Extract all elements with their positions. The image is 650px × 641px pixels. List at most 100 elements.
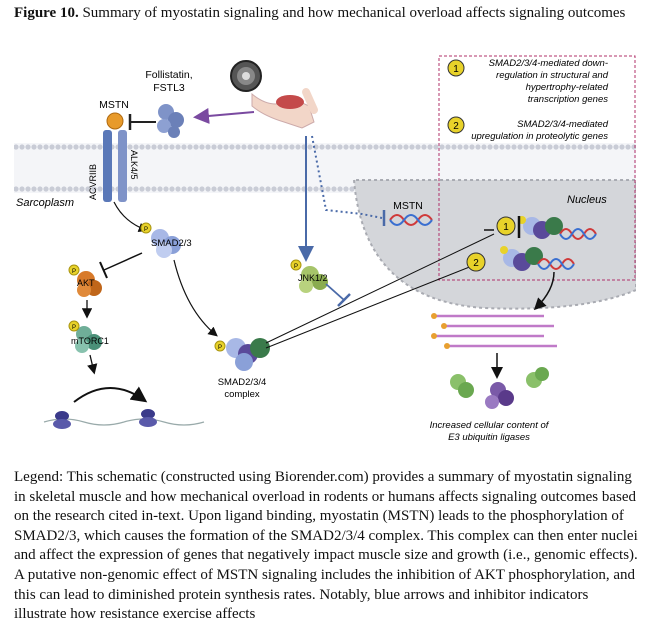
mstn-dna-icon <box>389 214 433 226</box>
membrane-bead <box>415 144 421 150</box>
membrane-bead <box>223 186 229 192</box>
membrane-bead <box>253 144 259 150</box>
akt-phospho-label: P <box>72 269 76 275</box>
membrane-bead <box>259 186 265 192</box>
membrane-bead <box>205 144 211 150</box>
membrane-bead <box>247 186 253 192</box>
membrane-bead <box>385 144 391 150</box>
membrane-bead <box>223 144 229 150</box>
key-item-1-number: 1 <box>453 64 459 75</box>
e3-label-2: E3 ubiquitin ligases <box>448 432 530 443</box>
membrane-bead <box>343 186 349 192</box>
diagram-figure: 1 SMAD2/3/4-mediated down- regulation in… <box>13 50 637 460</box>
badge-1-number: 1 <box>503 222 509 233</box>
complex-to-nucleus-line-2 <box>265 265 473 349</box>
membrane-bead <box>559 144 565 150</box>
membrane-bead <box>355 144 361 150</box>
complex-phospho-label: P <box>218 345 222 351</box>
ribosome-right-icon <box>123 409 205 427</box>
dna-2-icon <box>537 258 575 270</box>
mtorc1-protein-icon <box>68 320 102 353</box>
akt-protein-icon <box>68 264 102 297</box>
membrane-bead <box>217 144 223 150</box>
membrane-bead <box>145 186 151 192</box>
membrane-bead <box>307 144 313 150</box>
membrane-bead <box>367 144 373 150</box>
membrane-bead <box>289 144 295 150</box>
membrane-bead <box>271 186 277 192</box>
membrane-bead <box>277 144 283 150</box>
membrane-bead <box>493 144 499 150</box>
membrane-bead <box>523 144 529 150</box>
membrane-bead <box>469 144 475 150</box>
membrane-bead <box>577 144 583 150</box>
akt-label: AKT <box>77 278 95 288</box>
membrane-bead <box>73 186 79 192</box>
membrane-bead <box>205 186 211 192</box>
dna-1-icon <box>559 228 597 240</box>
membrane-bead <box>79 144 85 150</box>
membrane-bead <box>379 144 385 150</box>
alk45-label: ALK4/5 <box>129 150 139 180</box>
membrane-bead <box>283 186 289 192</box>
membrane-bead <box>295 186 301 192</box>
membrane-bead <box>307 186 313 192</box>
membrane-bead <box>235 186 241 192</box>
membrane-bead <box>151 144 157 150</box>
nuclear-complex-1-icon <box>518 216 563 239</box>
membrane-bead <box>331 186 337 192</box>
membrane-bead <box>13 186 19 192</box>
smad-akt-inhibitor <box>103 252 143 271</box>
mstn-ligand-label: MSTN <box>99 99 129 111</box>
membrane-bead <box>67 186 73 192</box>
membrane-bead <box>625 144 631 150</box>
membrane-bead <box>91 186 97 192</box>
membrane-bead <box>589 144 595 150</box>
membrane-bead <box>157 144 163 150</box>
membrane-bead <box>319 144 325 150</box>
membrane-bead <box>619 144 625 150</box>
e3-label-1: Increased cellular content of <box>430 420 550 431</box>
membrane-bead <box>133 186 139 192</box>
transcription-arrow <box>533 271 555 311</box>
membrane-bead <box>19 186 25 192</box>
membrane-bead <box>175 186 181 192</box>
membrane-bead <box>535 144 541 150</box>
membrane-bead <box>277 186 283 192</box>
membrane-bead <box>451 144 457 150</box>
membrane-bead <box>391 144 397 150</box>
smad-to-complex-arrow <box>173 259 218 337</box>
membrane-bead <box>331 144 337 150</box>
membrane-bead <box>259 144 265 150</box>
membrane-bead <box>349 144 355 150</box>
membrane-bead <box>343 144 349 150</box>
follistatin-label: Follistatin, <box>145 69 192 81</box>
membrane-bead <box>97 144 103 150</box>
key-item-1-line-1: SMAD2/3/4-mediated down- <box>489 58 608 69</box>
membrane-bead <box>163 186 169 192</box>
mtorc1-phospho-label: P <box>72 325 76 331</box>
key-item-1-line-4: transcription genes <box>528 94 609 105</box>
membrane-bead <box>361 144 367 150</box>
membrane-bead <box>163 144 169 150</box>
diagram-canvas: 1 SMAD2/3/4-mediated down- regulation in… <box>13 55 637 443</box>
membrane-bead <box>517 144 523 150</box>
membrane-bead <box>199 144 205 150</box>
membrane-bead <box>139 144 145 150</box>
membrane-bead <box>85 186 91 192</box>
membrane-bead <box>19 144 25 150</box>
follistatin-protein-icon <box>157 104 184 138</box>
membrane-bead <box>175 144 181 150</box>
membrane-bead <box>31 144 37 150</box>
membrane-bead <box>505 144 511 150</box>
membrane-bead <box>67 144 73 150</box>
membrane-bead <box>319 186 325 192</box>
membrane-bead <box>337 186 343 192</box>
membrane-bead <box>187 144 193 150</box>
jnk-label: JNK1/2 <box>298 273 328 283</box>
membrane-bead <box>37 144 43 150</box>
membrane-bead <box>445 144 451 150</box>
key-box <box>438 55 636 281</box>
purple-arrow <box>193 107 255 124</box>
membrane-bead <box>439 144 445 150</box>
